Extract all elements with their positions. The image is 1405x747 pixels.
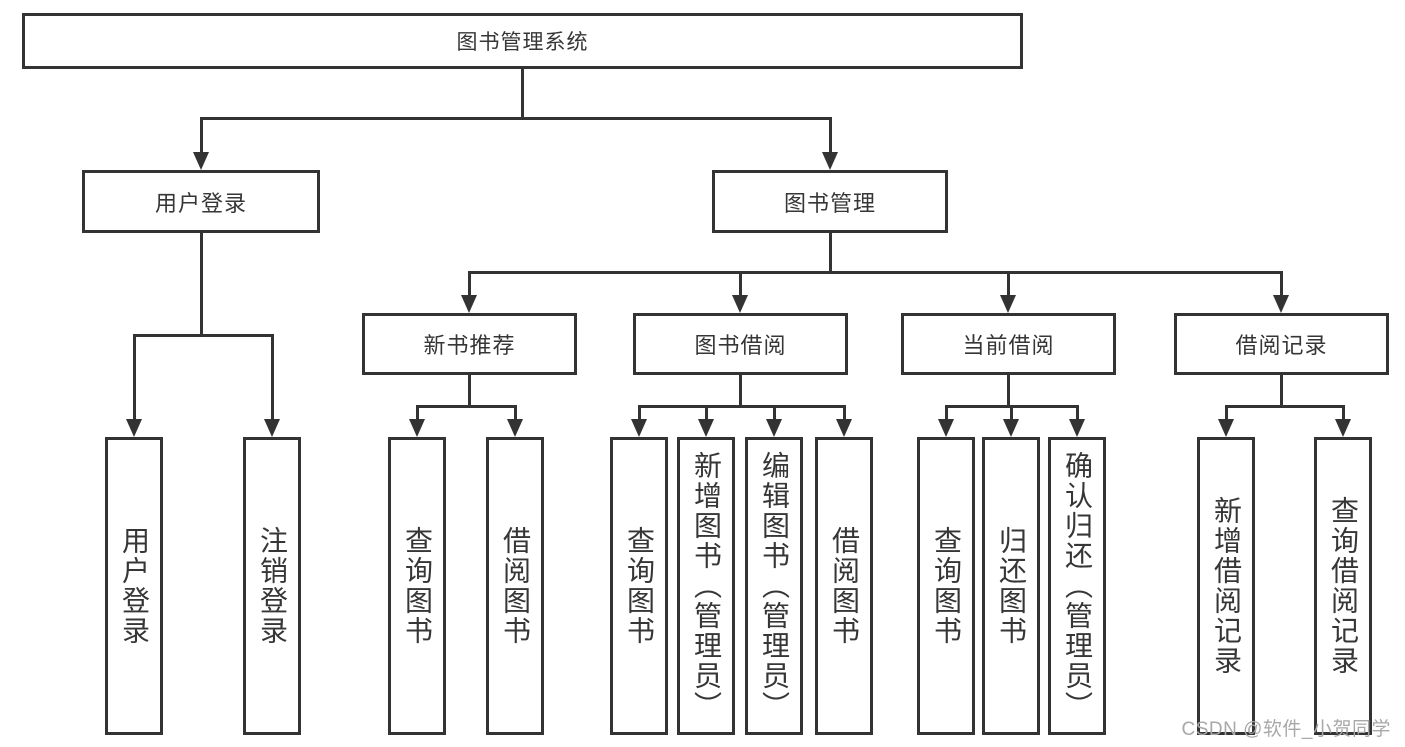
node-user-login: 用户登录 — [82, 170, 320, 233]
arrowhead-current-borrow-icon — [1000, 295, 1016, 313]
connector-drop-leaf-6 — [705, 405, 708, 419]
connector-drop-leaf-5 — [638, 405, 641, 419]
connector-drop-book-management — [829, 117, 832, 152]
arrowhead-leaf-3-icon — [409, 419, 425, 437]
node-book-borrowing: 图书借阅 — [633, 313, 848, 375]
connector-drop-leaf-13 — [1342, 405, 1345, 419]
connector-drop-user-login — [200, 117, 203, 152]
arrowhead-leaf-user-login-icon — [126, 419, 142, 437]
connector-drop-leaf-8 — [843, 405, 846, 419]
node-leaf-edit-books-admin: 编辑图书（管理员） — [745, 437, 803, 735]
connector-drop-current-borrow — [1007, 271, 1010, 295]
node-leaf-borrow-books-recommend: 借阅图书 — [486, 437, 544, 735]
connector-new-book-rail — [416, 405, 517, 408]
node-new-book-recommendation: 新书推荐 — [362, 313, 577, 375]
arrowhead-leaf-11-icon — [1069, 419, 1085, 437]
connector-drop-new-book — [468, 271, 471, 295]
arrowhead-leaf-5-icon — [631, 419, 647, 437]
connector-current-borrow-stem — [1007, 375, 1010, 408]
arrowhead-leaf-13-icon — [1335, 419, 1351, 437]
node-leaf-borrow-books-borrowing: 借阅图书 — [815, 437, 873, 735]
arrowhead-leaf-4-icon — [507, 419, 523, 437]
node-current-borrowing: 当前借阅 — [901, 313, 1116, 375]
connector-drop-leaf-logout — [271, 334, 274, 419]
connector-root-rail — [200, 117, 832, 120]
csdn-watermark: CSDN @软件_小贺同学 — [1181, 719, 1391, 740]
arrowhead-leaf-8-icon — [836, 419, 852, 437]
node-leaf-add-books-admin: 新增图书（管理员） — [677, 437, 735, 735]
node-library-management-system: 图书管理系统 — [22, 13, 1023, 69]
arrowhead-leaf-6-icon — [698, 419, 714, 437]
node-book-management: 图书管理 — [712, 170, 948, 233]
connector-book-management-rail — [468, 271, 1283, 274]
connector-user-login-stem — [200, 233, 203, 336]
arrowhead-leaf-7-icon — [766, 419, 782, 437]
connector-book-borrow-stem — [739, 375, 742, 408]
connector-borrow-records-stem — [1280, 375, 1283, 408]
node-borrowing-records: 借阅记录 — [1174, 313, 1389, 375]
node-leaf-query-books-current: 查询图书 — [917, 437, 975, 735]
connector-borrow-records-rail — [1225, 405, 1345, 408]
arrowhead-leaf-12-icon — [1218, 419, 1234, 437]
arrowhead-new-book-icon — [461, 295, 477, 313]
node-leaf-confirm-return-admin: 确认归还（管理员） — [1048, 437, 1106, 735]
connector-book-management-stem — [829, 233, 832, 273]
connector-drop-leaf-3 — [416, 405, 419, 419]
connector-drop-leaf-9 — [945, 405, 948, 419]
node-leaf-return-books: 归还图书 — [982, 437, 1040, 735]
connector-drop-leaf-11 — [1076, 405, 1079, 419]
arrowhead-user-login-icon — [193, 152, 209, 170]
arrowhead-book-borrow-icon — [732, 295, 748, 313]
connector-user-login-rail — [133, 334, 274, 337]
arrowhead-leaf-logout-icon — [264, 419, 280, 437]
connector-new-book-stem — [468, 375, 471, 408]
node-leaf-query-books-recommend: 查询图书 — [388, 437, 446, 735]
connector-drop-leaf-7 — [773, 405, 776, 419]
connector-book-borrow-rail — [638, 405, 846, 408]
connector-drop-book-borrow — [739, 271, 742, 295]
arrowhead-book-management-icon — [822, 152, 838, 170]
arrowhead-borrow-records-icon — [1273, 295, 1289, 313]
node-leaf-logout: 注销登录 — [243, 437, 301, 735]
connector-drop-leaf-4 — [514, 405, 517, 419]
connector-drop-borrow-records — [1280, 271, 1283, 295]
connector-drop-leaf-10 — [1010, 405, 1013, 419]
arrowhead-leaf-9-icon — [938, 419, 954, 437]
connector-root-stem — [521, 69, 524, 119]
node-leaf-user-login: 用户登录 — [105, 437, 163, 735]
arrowhead-leaf-10-icon — [1003, 419, 1019, 437]
connector-drop-leaf-user-login — [133, 334, 136, 419]
node-leaf-query-books-borrowing: 查询图书 — [610, 437, 668, 735]
connector-drop-leaf-12 — [1225, 405, 1228, 419]
node-leaf-query-borrow-record: 查询借阅记录 — [1314, 437, 1372, 735]
node-leaf-add-borrow-record: 新增借阅记录 — [1197, 437, 1255, 735]
